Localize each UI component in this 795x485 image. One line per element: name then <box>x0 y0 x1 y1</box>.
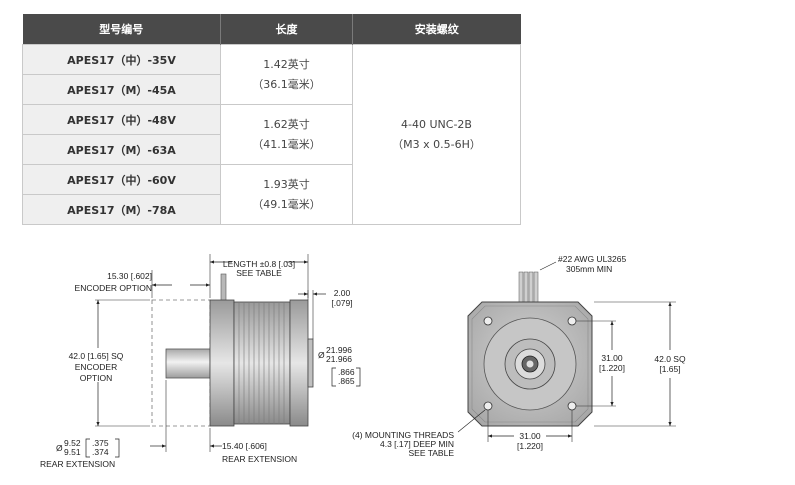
rear-len-line1: 15.40 [.606] <box>222 441 267 451</box>
table-row: APES17（M）-63A <box>22 134 521 165</box>
length-mm: （36.1毫米） <box>252 77 321 91</box>
holes-v-line1: 31.00 <box>601 353 623 363</box>
thread-cell: 4-40 UNC-2B （M3 x 0.5-6H） <box>352 44 521 225</box>
holes-h-line1: 31.00 <box>519 431 541 441</box>
length-in: 1.42英寸 <box>263 57 310 71</box>
shaft-inch-line2: .374 <box>92 447 109 457</box>
rear-cap <box>209 299 235 427</box>
pilot-length-line1: 2.00 <box>334 288 351 298</box>
pilot-dia-line2: 21.966 <box>326 354 352 364</box>
length-mm: （41.1毫米） <box>252 137 321 151</box>
side-view: LENGTH ±0.8 [.03] SEE TABLE 15.30 [.602]… <box>40 254 361 469</box>
pilot-dia-line1: 21.996 <box>326 345 352 355</box>
sq-dim-line2: ENCODER <box>75 362 118 372</box>
sq-dim-line3: OPTION <box>80 373 113 383</box>
front-view: #22 AWG UL3265 305mm MIN 31.00 [1.220] 4… <box>352 254 686 458</box>
pilot-inch-line1: .866 <box>338 367 355 377</box>
table-row: APES17（中）-35V 1.42英寸 （36.1毫米） 4-40 UNC-2… <box>22 44 521 225</box>
thread-unc: 4-40 UNC-2B <box>401 117 472 131</box>
header-thread: 安装螺纹 <box>352 14 521 45</box>
length-in: 1.62英寸 <box>263 117 310 131</box>
model-cell: APES17（中）-60V <box>22 164 221 195</box>
encoder-dim-line1: 15.30 [.602] <box>107 271 152 281</box>
mount-line3: SEE TABLE <box>408 448 454 458</box>
encoder-dim-line2: ENCODER OPTION <box>75 283 152 293</box>
stator <box>233 301 291 425</box>
rear-shaft <box>165 348 211 379</box>
model-cell: APES17（中）-35V <box>22 44 221 75</box>
length-dim-line2: SEE TABLE <box>236 268 282 278</box>
rear-len-line2: REAR EXTENSION <box>222 454 297 464</box>
model-cell: APES17（M）-78A <box>22 194 221 225</box>
shaft-inch-line1: .375 <box>92 438 109 448</box>
wire-leader <box>539 261 557 271</box>
shaft-dia-line2: 9.51 <box>64 447 81 457</box>
wire-spec-line1: #22 AWG UL3265 <box>558 254 626 264</box>
table-row: APES17（M）-45A <box>22 74 521 105</box>
mount-line2: 4.3 [.17] DEEP MIN <box>380 439 454 449</box>
wire-pin <box>220 273 227 305</box>
thread-metric: （M3 x 0.5-6H） <box>392 137 481 151</box>
pilot-dia-symbol: Ø <box>318 350 325 360</box>
holes-v-line2: [1.220] <box>599 363 625 373</box>
motor-drawing: LENGTH ±0.8 [.03] SEE TABLE 15.30 [.602]… <box>40 254 686 469</box>
shaft-dia-line1: 9.52 <box>64 438 81 448</box>
pilot-inch-line2: .865 <box>338 376 355 386</box>
shaft-dia-symbol: Ø <box>56 443 63 453</box>
rear-ext-label: REAR EXTENSION <box>40 459 115 469</box>
front-cap <box>289 299 309 427</box>
model-cell: APES17（M）-45A <box>22 74 221 105</box>
table-row: APES17（中）-48V 1.62英寸 （41.1毫米） <box>22 104 521 165</box>
holes-h-line2: [1.220] <box>517 441 543 451</box>
model-cell: APES17（M）-63A <box>22 134 221 165</box>
sq-dim-line1: 42.0 [1.65] SQ <box>69 351 124 361</box>
table-header-row: 型号编号 长度 安装螺纹 <box>22 14 521 45</box>
length-cell: 1.93英寸 （49.1毫米） <box>220 164 353 225</box>
header-length: 长度 <box>220 14 353 45</box>
spec-table: 型号编号 长度 安装螺纹 APES17（中）-35V 1.42英寸 （36.1毫… <box>22 14 521 225</box>
pilot-length-line2: [.079] <box>331 298 352 308</box>
length-cell: 1.42英寸 （36.1毫米） <box>220 44 353 105</box>
mount-leader <box>457 409 486 433</box>
mount-line1: (4) MOUNTING THREADS <box>352 430 454 440</box>
table-row: APES17（中）-60V 1.93英寸 （49.1毫米） <box>22 164 521 225</box>
sq-v-line1: 42.0 SQ <box>654 354 686 364</box>
length-cell: 1.62英寸 （41.1毫米） <box>220 104 353 165</box>
shaft-center <box>526 360 534 368</box>
length-in: 1.93英寸 <box>263 177 310 191</box>
wire-bundle <box>518 271 539 307</box>
wire-spec-line2: 305mm MIN <box>566 264 612 274</box>
length-mm: （49.1毫米） <box>252 197 321 211</box>
pilot <box>307 338 314 388</box>
table-row: APES17（M）-78A <box>22 194 521 225</box>
model-cell: APES17（中）-48V <box>22 104 221 135</box>
length-dim-line1: LENGTH ±0.8 [.03] <box>223 259 295 269</box>
motor-face-inner <box>471 305 589 423</box>
sq-v-line2: [1.65] <box>659 364 680 374</box>
header-model: 型号编号 <box>22 14 221 45</box>
